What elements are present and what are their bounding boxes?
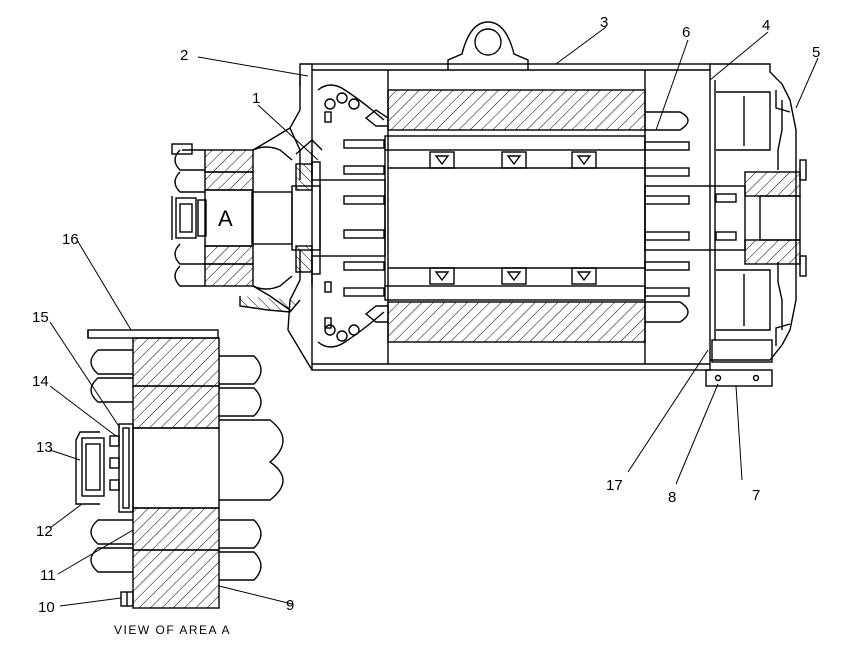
callout-4: 4	[762, 17, 770, 34]
callout-3: 3	[600, 14, 608, 31]
shaft	[251, 90, 807, 346]
exciter-assembly	[171, 127, 323, 313]
callout-15: 15	[32, 309, 49, 326]
callout-8: 8	[668, 489, 676, 506]
callout-16: 16	[62, 231, 79, 248]
leader-lines	[49, 26, 819, 607]
callout-7: 7	[752, 487, 760, 504]
rotor	[343, 135, 737, 301]
area-a-marker: A	[218, 206, 233, 231]
callout-5: 5	[812, 44, 820, 61]
detail-view-area-a	[75, 329, 284, 609]
callout-6: 6	[682, 24, 690, 41]
callout-14: 14	[32, 373, 49, 390]
callout-2: 2	[180, 47, 188, 64]
callout-12: 12	[36, 523, 53, 540]
stator-core	[364, 89, 689, 343]
callout-17: 17	[606, 477, 623, 494]
callout-1: 1	[252, 90, 260, 107]
callout-numbers: 1 2 3 4 5 6 7 8 9 10 11 12 13 14 15 16 1…	[32, 14, 820, 616]
callout-9: 9	[286, 597, 294, 614]
detail-caption: VIEW OF AREA A	[114, 623, 231, 637]
callout-13: 13	[36, 439, 53, 456]
callout-11: 11	[40, 567, 56, 584]
callout-10: 10	[38, 599, 55, 616]
